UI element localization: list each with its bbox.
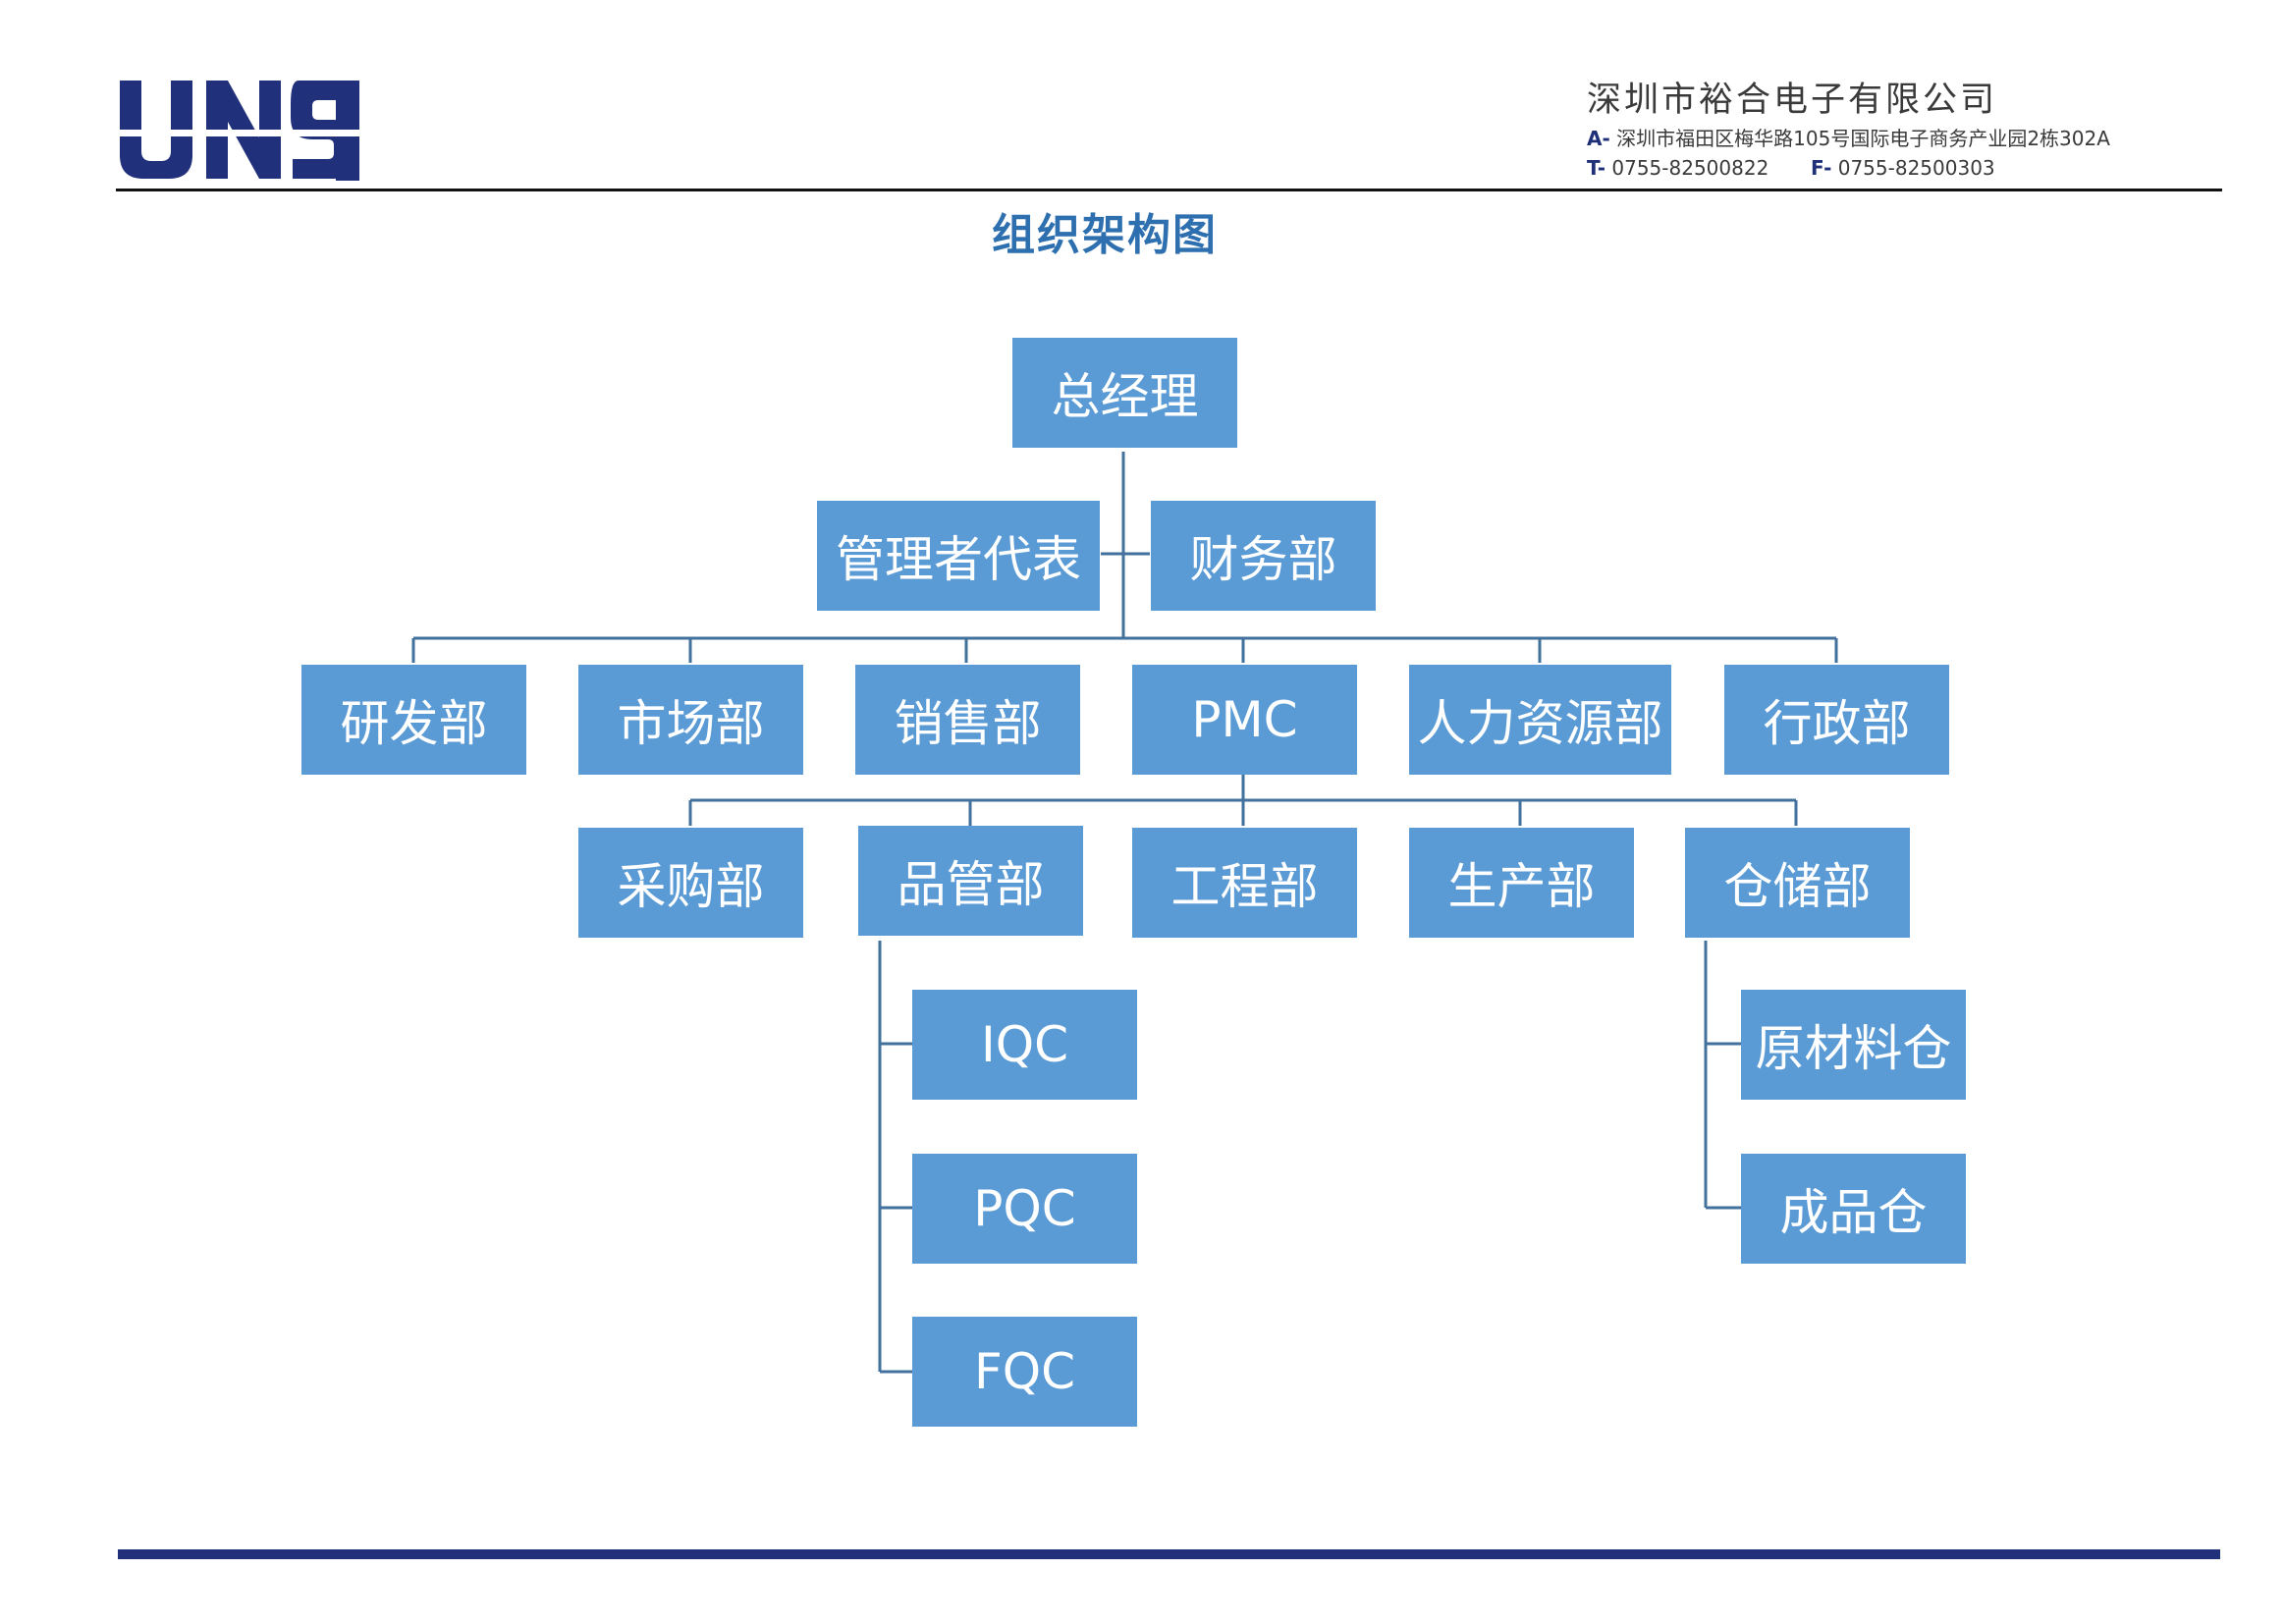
fax-key: F- [1811, 156, 1832, 180]
org-node-label: PQC [973, 1180, 1076, 1237]
org-node-label: 市场部 [617, 695, 765, 752]
org-node-pmc-unit: 生产部 [1409, 828, 1634, 938]
org-node-quality-unit: PQC [912, 1154, 1137, 1264]
org-node-label: 研发部 [340, 695, 488, 752]
org-node-label: PMC [1191, 691, 1298, 748]
org-node-label: IQC [980, 1016, 1068, 1073]
org-node-label: 仓储部 [1723, 858, 1872, 915]
fax-number: 0755-82500303 [1837, 156, 1995, 180]
org-node-department: 行政部 [1724, 665, 1949, 775]
org-node-label: 总经理 [1051, 368, 1199, 425]
org-node-label: 人力资源部 [1417, 695, 1663, 752]
org-node-warehouse-unit: 成品仓 [1741, 1154, 1966, 1264]
org-node-label: 管理者代表 [836, 531, 1081, 588]
org-node-label: 采购部 [617, 858, 765, 915]
org-node-label: 生产部 [1447, 858, 1596, 915]
org-node-management-representative: 管理者代表 [817, 501, 1100, 611]
org-node-label: FQC [973, 1343, 1076, 1400]
org-node-pmc-unit-warehouse: 仓储部 [1685, 828, 1910, 938]
org-node-label: 工程部 [1170, 858, 1319, 915]
org-node-pmc-unit-quality: 品管部 [858, 826, 1083, 936]
org-node-label: 成品仓 [1779, 1184, 1928, 1241]
org-node-root: 总经理 [1012, 338, 1237, 448]
org-node-department: 研发部 [301, 665, 526, 775]
company-info: 深圳市裕合电子有限公司 A- 深圳市福田区梅华路105号国际电子商务产业园2栋3… [1587, 77, 2110, 183]
company-name: 深圳市裕合电子有限公司 [1587, 81, 1998, 120]
footer-rule [118, 1549, 2220, 1559]
org-node-pmc-unit: 工程部 [1132, 828, 1357, 938]
org-node-department: 人力资源部 [1409, 665, 1671, 775]
tel-number: 0755-82500822 [1611, 156, 1769, 180]
company-contact: T- 0755-82500822 F- 0755-82500303 [1587, 153, 2110, 183]
org-node-pmc-unit: 采购部 [578, 828, 803, 938]
org-node-warehouse-unit: 原材料仓 [1741, 990, 1966, 1100]
org-node-quality-unit: FQC [912, 1317, 1137, 1427]
org-node-finance: 财务部 [1151, 501, 1376, 611]
org-node-label: 品管部 [897, 856, 1045, 913]
org-node-label: 行政部 [1763, 695, 1911, 752]
org-node-quality-unit: IQC [912, 990, 1137, 1100]
tel-key: T- [1587, 156, 1606, 180]
company-address: A- 深圳市福田区梅华路105号国际电子商务产业园2栋302A [1587, 124, 2110, 153]
address-text: 深圳市福田区梅华路105号国际电子商务产业园2栋302A [1616, 127, 2110, 150]
org-node-label: 原材料仓 [1755, 1020, 1952, 1077]
org-node-department: 市场部 [578, 665, 803, 775]
org-node-department: 销售部 [855, 665, 1080, 775]
org-node-label: 销售部 [894, 695, 1042, 752]
org-node-department-pmc: PMC [1132, 665, 1357, 775]
org-node-label: 财务部 [1189, 531, 1337, 588]
address-key: A- [1587, 127, 1610, 150]
header-rule [116, 189, 2222, 191]
page-title: 组织架构图 [992, 210, 1218, 260]
logo-stripe [336, 130, 359, 136]
